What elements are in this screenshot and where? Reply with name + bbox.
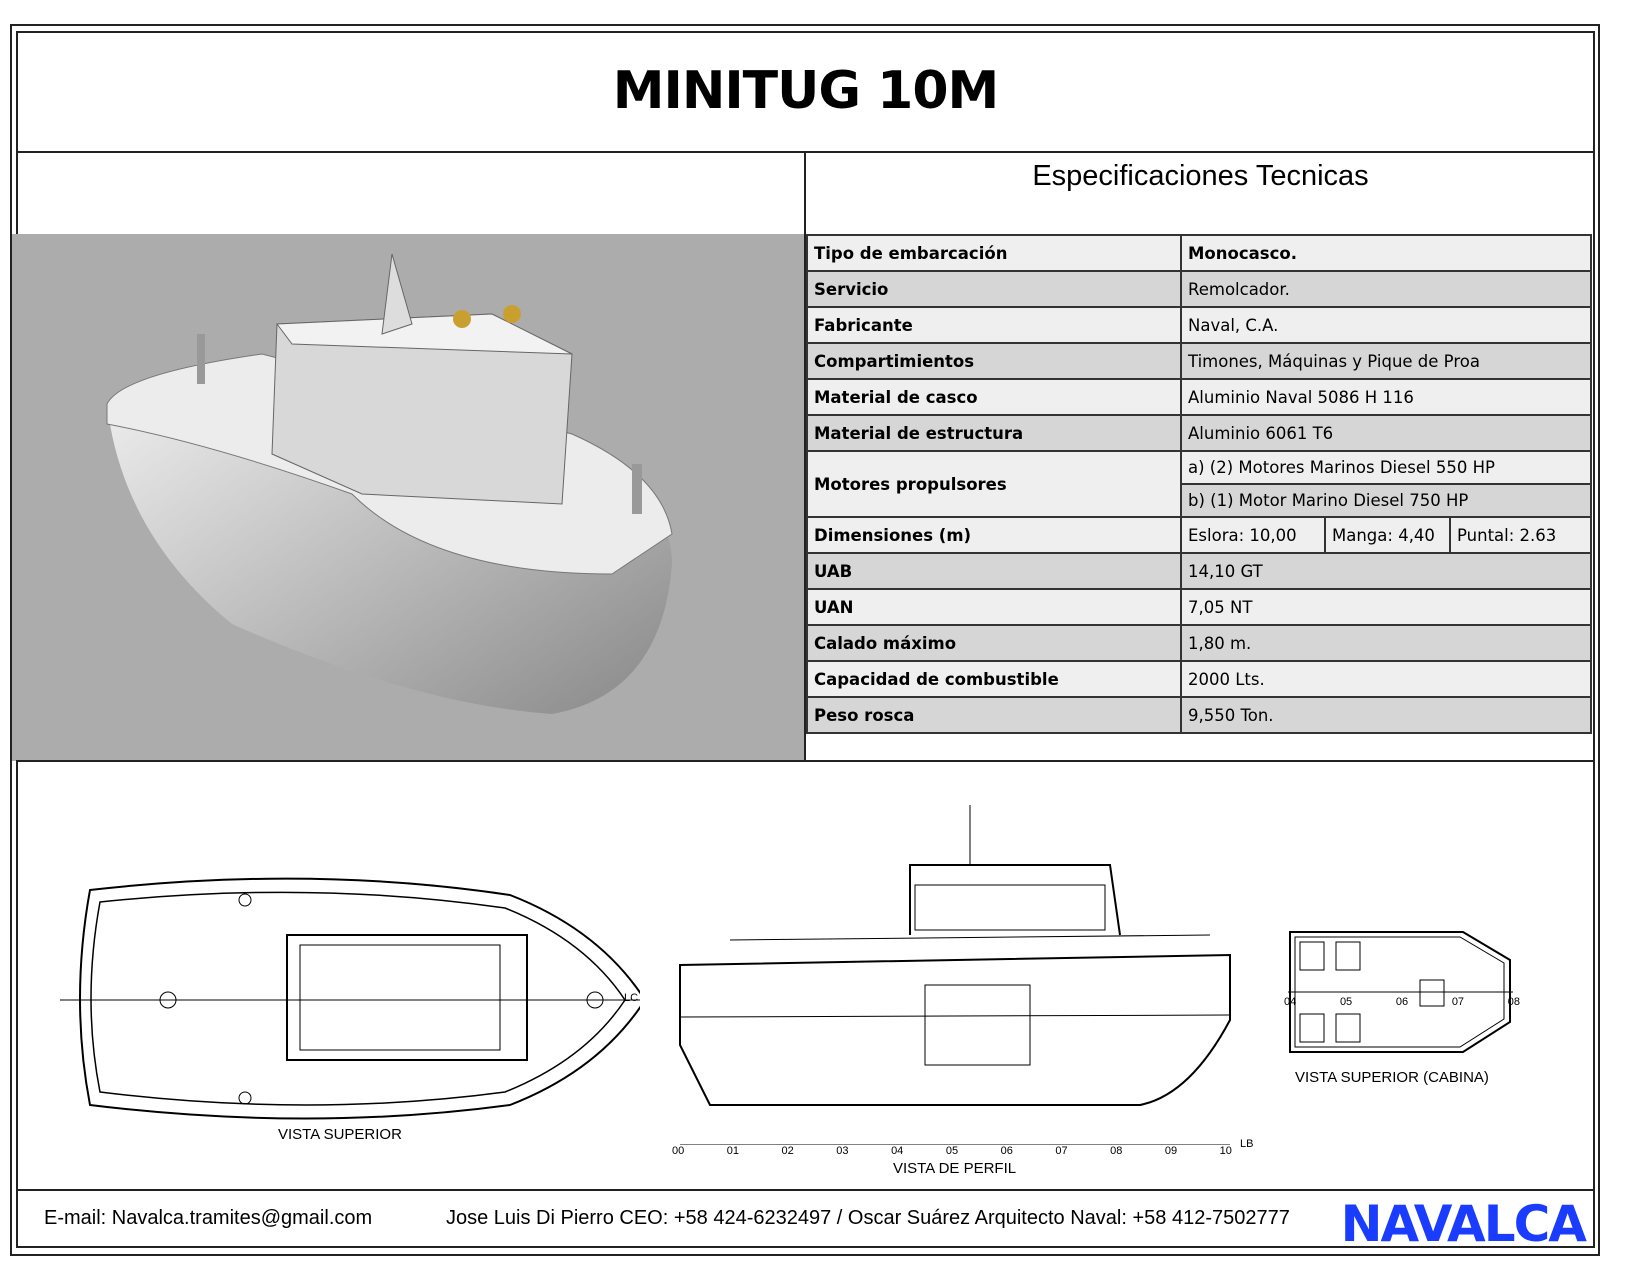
- profile-view-label: VISTA DE PERFIL: [893, 1160, 1017, 1177]
- divider: [16, 1189, 1595, 1191]
- spec-key: Servicio: [806, 270, 1182, 308]
- station-tick: 10: [1219, 1145, 1232, 1157]
- spec-key: UAB: [806, 552, 1182, 590]
- table-row: b) (1) Motor Marino Diesel 750 HP: [807, 483, 1592, 518]
- centerline-label: LC: [624, 992, 639, 1004]
- spec-value: a) (2) Motores Marinos Diesel 550 HP: [1180, 450, 1592, 485]
- station-tick: 08: [1507, 996, 1520, 1008]
- spec-key: Fabricante: [806, 306, 1182, 344]
- spec-value: b) (1) Motor Marino Diesel 750 HP: [1180, 483, 1592, 518]
- station-tick: 05: [945, 1145, 959, 1157]
- spec-value: Naval, C.A.: [1180, 306, 1592, 344]
- station-tick: 07: [1055, 1145, 1068, 1157]
- spec-key: Peso rosca: [806, 696, 1182, 734]
- divider: [16, 760, 1595, 762]
- spec-value: 2000 Lts.: [1180, 660, 1592, 698]
- spec-key: UAN: [806, 588, 1182, 626]
- spec-value: 9,550 Ton.: [1180, 696, 1592, 734]
- cabin-view-label: VISTA SUPERIOR (CABINA): [1295, 1069, 1489, 1086]
- station-tick: 01: [726, 1145, 740, 1157]
- cabin-station-scale: 04 05 06 07 08: [1284, 996, 1520, 1008]
- spec-key: Calado máximo: [806, 624, 1182, 662]
- station-tick: 04: [891, 1145, 904, 1157]
- spec-key: Tipo de embarcación: [806, 234, 1182, 272]
- page-title: MINITUG 10M: [16, 31, 1595, 153]
- station-tick: 09: [1164, 1145, 1178, 1157]
- cabin-view-drawing: [1288, 931, 1513, 1053]
- spec-value: Aluminio Naval 5086 H 116: [1180, 378, 1592, 416]
- spec-value: Aluminio 6061 T6: [1180, 414, 1592, 452]
- top-view-label: VISTA SUPERIOR: [278, 1126, 402, 1143]
- spec-key: Motores propulsores: [806, 450, 1182, 518]
- spec-key: Dimensiones (m): [806, 516, 1182, 554]
- station-tick: 03: [836, 1145, 849, 1157]
- station-tick: 04: [1284, 996, 1297, 1008]
- station-tick: 00: [672, 1145, 685, 1157]
- footer: E-mail: Navalca.tramites@gmail.com Jose …: [16, 1191, 1595, 1253]
- baseline-label: LB: [1240, 1138, 1254, 1150]
- outer-border: [10, 24, 1600, 1256]
- spec-value: Puntal: 2.63: [1449, 516, 1592, 554]
- station-tick: 07: [1451, 996, 1465, 1008]
- spec-value: Monocasco.: [1180, 234, 1592, 272]
- footer-email: E-mail: Navalca.tramites@gmail.com: [44, 1207, 373, 1229]
- spec-value: Eslora: 10,00: [1180, 516, 1326, 554]
- navalca-logo: NAVALCA: [1340, 1195, 1587, 1253]
- footer-contacts: Jose Luis Di Pierro CEO: +58 424-6232497…: [446, 1207, 1290, 1229]
- station-tick: 08: [1110, 1145, 1123, 1157]
- spec-key: Material de estructura: [806, 414, 1182, 452]
- spec-key: Compartimientos: [806, 342, 1182, 380]
- profile-view-drawing: [679, 805, 1231, 1145]
- specs-title: Especificaciones Tecnicas: [1032, 160, 1369, 192]
- profile-station-scale: 00 01 02 03 04 05 06 07 08 09 10: [672, 1145, 1232, 1157]
- station-tick: 06: [1000, 1145, 1013, 1157]
- boat-3d-render: [12, 234, 805, 761]
- spec-key: Material de casco: [806, 378, 1182, 416]
- station-tick: 05: [1339, 996, 1353, 1008]
- spec-value: 7,05 NT: [1180, 588, 1592, 626]
- spec-value: Manga: 4,40: [1324, 516, 1451, 554]
- boat-render-image: [106, 253, 673, 714]
- top-view-drawing: [60, 877, 640, 1120]
- station-tick: 06: [1395, 996, 1409, 1008]
- spec-value: Remolcador.: [1180, 270, 1592, 308]
- divider: [804, 153, 806, 761]
- spec-key: Capacidad de combustible: [806, 660, 1182, 698]
- station-tick: 02: [781, 1145, 794, 1157]
- spec-value: 14,10 GT: [1180, 552, 1592, 590]
- spec-value: Timones, Máquinas y Pique de Proa: [1180, 342, 1592, 380]
- spec-value: 1,80 m.: [1180, 624, 1592, 662]
